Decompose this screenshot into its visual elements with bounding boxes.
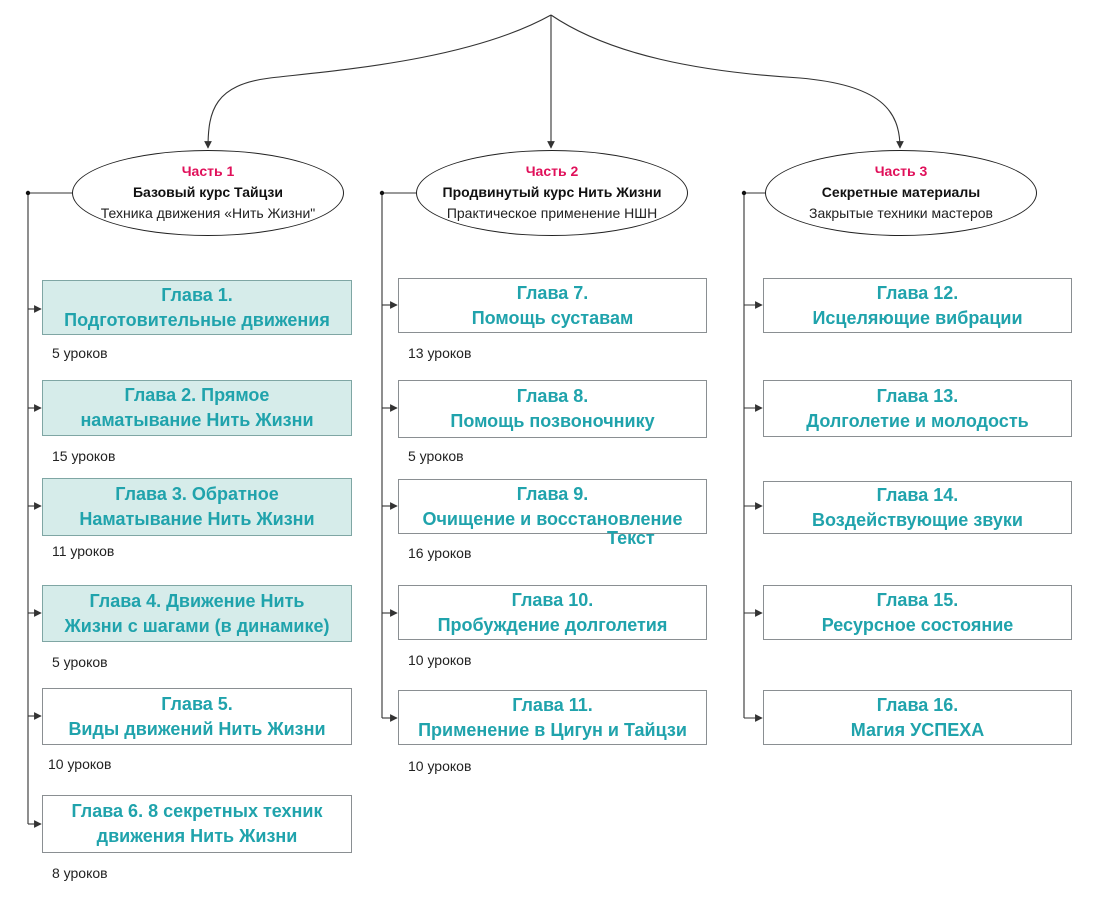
chapter-11-box: Глава 11. Применение в Цигун и Тайцзи (398, 690, 707, 745)
chapter-3-box: Глава 3. Обратное Наматывание Нить Жизни (42, 478, 352, 536)
lesson-count: 5 уроков (52, 654, 108, 670)
chapter-title: Глава 11. Применение в Цигун и Тайцзи (418, 694, 687, 740)
chapter-6-box: Глава 6. 8 секретных техник движения Нит… (42, 795, 352, 853)
chapter-4-box: Глава 4. Движение Нить Жизни с шагами (в… (42, 585, 352, 642)
chapter-14-box: Глава 14. Воздействующие звуки (763, 481, 1072, 534)
chapter-title: Глава 2. Прямое наматывание Нить Жизни (80, 385, 314, 430)
part-title: Продвинутый курс Нить Жизни (442, 184, 662, 200)
chapter-7-box: Глава 7. Помощь суставам (398, 278, 707, 333)
chapter-title: Глава 8. Помощь позвоночнику (450, 386, 655, 431)
chapter-title: Глава 3. Обратное Наматывание Нить Жизни (79, 484, 315, 529)
part-subtitle: Практическое применение НШН (446, 205, 658, 221)
chapter-title: Глава 16. Магия УСПЕХА (850, 694, 985, 740)
chapter-12-box: Глава 12. Исцеляющие вибрации (763, 278, 1072, 333)
chapter-16-box: Глава 16. Магия УСПЕХА (763, 690, 1072, 745)
part-subtitle: Закрытые техники мастеров (809, 205, 993, 221)
chapter-title: Глава 1. Подготовительные движения (64, 284, 330, 330)
lesson-count: 13 уроков (408, 345, 472, 361)
chapter-title: Глава 5. Виды движений Нить Жизни (68, 693, 326, 739)
lesson-count: 10 уроков (408, 652, 472, 668)
chapter-8-box: Глава 8. Помощь позвоночнику (398, 380, 707, 438)
part-subtitle: Техника движения «Нить Жизни" (100, 205, 316, 221)
chapter-1-box: Глава 1. Подготовительные движения (42, 280, 352, 335)
lesson-count: 10 уроков (408, 758, 472, 774)
part-label: Часть 2 (525, 163, 579, 179)
chapter-10-box: Глава 10. Пробуждение долголетия (398, 585, 707, 640)
chapter-overlay-text: Текст (607, 528, 655, 548)
chapter-title: Глава 14. Воздействующие звуки (812, 484, 1023, 530)
chapter-title: Глава 7. Помощь суставам (471, 282, 634, 328)
lesson-count: 8 уроков (52, 865, 108, 881)
part-label: Часть 1 (181, 163, 235, 179)
chapter-5-box: Глава 5. Виды движений Нить Жизни (42, 688, 352, 745)
part-label: Часть 3 (874, 163, 928, 179)
lesson-count: 11 уроков (52, 543, 115, 559)
chapter-15-box: Глава 15. Ресурсное состояние (763, 585, 1072, 640)
chapter-title: Глава 9. Очищение и восстановление (422, 483, 683, 529)
lesson-count: 15 уроков (52, 448, 116, 464)
part-title: Секретные материалы (821, 184, 981, 200)
lesson-count: 10 уроков (48, 756, 112, 772)
lesson-count: 5 уроков (52, 345, 108, 361)
lesson-count: 16 уроков (408, 545, 472, 561)
chapter-13-box: Глава 13. Долголетие и молодость (763, 380, 1072, 437)
chapter-title: Глава 15. Ресурсное состояние (821, 589, 1014, 635)
part-2-node: Часть 2 Продвинутый курс Нить Жизни Прак… (416, 150, 688, 236)
chapter-title: Глава 13. Долголетие и молодость (806, 385, 1029, 431)
chapter-9-box: Глава 9. Очищение и восстановление Текст (398, 479, 707, 548)
part-1-node: Часть 1 Базовый курс Тайцзи Техника движ… (72, 150, 344, 236)
part-3-node: Часть 3 Секретные материалы Закрытые тех… (765, 150, 1037, 236)
chapter-2-box: Глава 2. Прямое наматывание Нить Жизни (42, 380, 352, 436)
part-title: Базовый курс Тайцзи (132, 184, 283, 200)
chapter-title: Глава 4. Движение Нить Жизни с шагами (в… (64, 590, 330, 636)
lesson-count: 5 уроков (408, 448, 464, 464)
chapter-title: Глава 10. Пробуждение долголетия (437, 589, 668, 635)
chapter-title: Глава 12. Исцеляющие вибрации (812, 282, 1023, 328)
chapter-title: Глава 6. 8 секретных техник движения Нит… (71, 801, 323, 846)
